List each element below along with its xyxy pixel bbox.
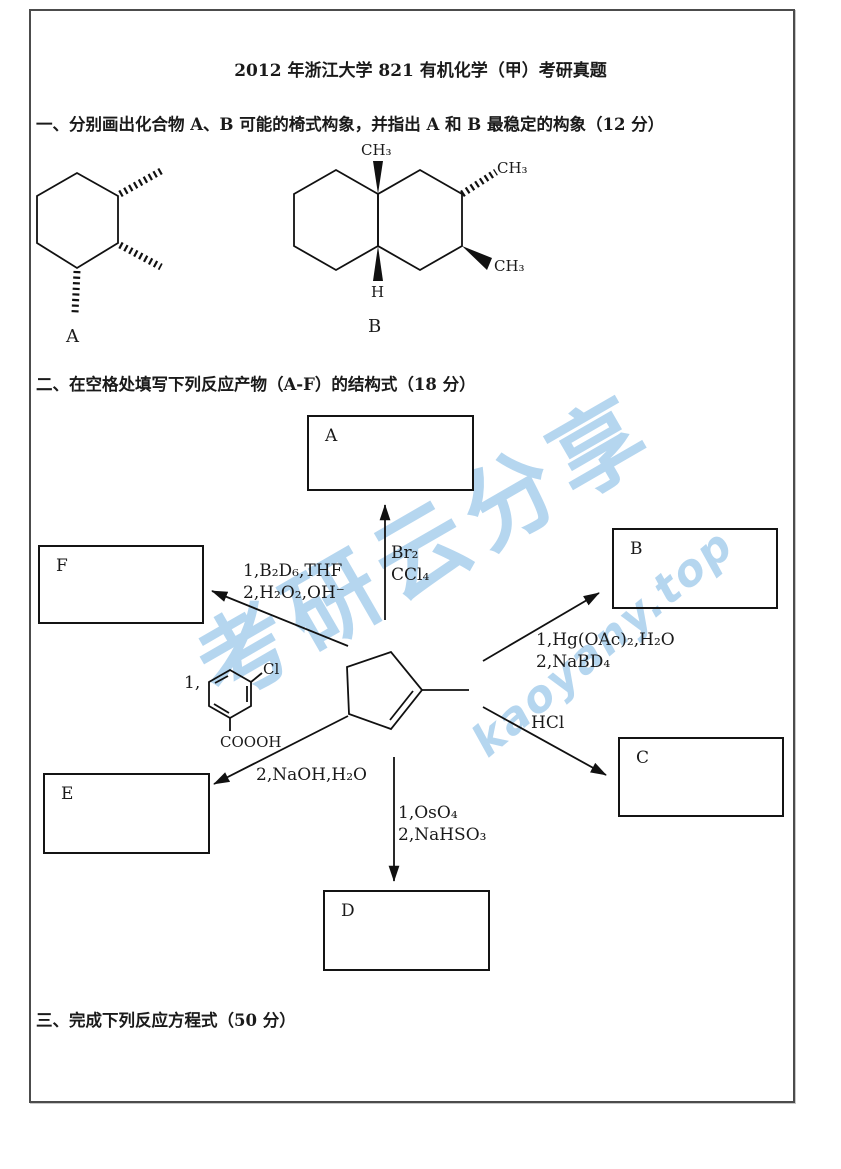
- compound-b-label: B: [368, 316, 382, 337]
- reagent-br2: Br₂: [391, 543, 419, 563]
- reagents-to-d: 1,OsO₄ 2,NaHSO₃: [398, 802, 486, 846]
- answer-box-c: C: [618, 737, 784, 817]
- compound-a-label: A: [66, 326, 79, 347]
- reagent-step1-prefix: 1,: [184, 673, 201, 693]
- answer-box-b: B: [612, 528, 778, 609]
- page-title: 2012 年浙江大学 821 有机化学（甲）考研真题: [234, 61, 607, 81]
- structure-decalin: [293, 161, 498, 281]
- decalin-ch3-top-label: CH₃: [361, 141, 392, 159]
- reagent-b2d6-thf: 1,B₂D₆,THF: [243, 561, 343, 581]
- structure-trimethylcyclohexane: [36, 167, 163, 314]
- answer-box-d-label: D: [341, 901, 355, 921]
- structure-mcpba: [208, 668, 263, 731]
- answer-box-a-label: A: [325, 426, 338, 446]
- reagent-ccl4: CCl₄: [391, 565, 430, 585]
- mcpba-cl-label: Cl: [263, 660, 280, 678]
- reagents-to-a: Br₂ CCl₄: [391, 542, 429, 586]
- question-1: 一、分别画出化合物 A、B 可能的椅式构象，并指出 A 和 B 最稳定的构象（1…: [36, 115, 665, 134]
- reagent-hcl: HCl: [531, 713, 565, 733]
- answer-box-f: F: [38, 545, 204, 624]
- answer-box-d: D: [323, 890, 490, 971]
- page-border: [29, 9, 795, 1103]
- question-2: 二、在空格处填写下列反应产物（A-F）的结构式（18 分）: [36, 375, 476, 394]
- arrow-to-b: [482, 592, 600, 662]
- answer-box-f-label: F: [56, 556, 68, 576]
- reagent-naoh-h2o: 2,NaOH,H₂O: [256, 765, 367, 785]
- reagent-hgoac2-h2o: 1,Hg(OAc)₂,H₂O: [536, 630, 675, 650]
- structure-methylcyclopentene: [346, 650, 469, 731]
- reagents-to-b: 1,Hg(OAc)₂,H₂O 2,NaBD₄: [536, 629, 675, 673]
- reagents-to-f: 1,B₂D₆,THF 2,H₂O₂,OH⁻: [243, 560, 345, 604]
- arrow-to-e: [213, 715, 349, 785]
- decalin-h-label: H: [371, 283, 385, 301]
- reaction-arrows: [211, 504, 607, 882]
- answer-box-a: A: [307, 415, 474, 491]
- arrow-to-f: [211, 590, 349, 647]
- reagent-h2o2-oh: 2,H₂O₂,OH⁻: [243, 583, 345, 603]
- reagent-oso4: 1,OsO₄: [398, 803, 458, 823]
- reagent-nahso3: 2,NaHSO₃: [398, 825, 487, 845]
- answer-box-e: E: [43, 773, 210, 854]
- answer-box-c-label: C: [636, 748, 650, 768]
- arrow-to-c: [482, 706, 607, 776]
- decalin-ch3-lower-right-label: CH₃: [494, 257, 525, 275]
- answer-box-b-label: B: [630, 539, 643, 559]
- decalin-ch3-upper-right-label: CH₃: [497, 159, 528, 177]
- question-3: 三、完成下列反应方程式（50 分）: [36, 1011, 296, 1030]
- mcpba-coooh-label: COOOH: [220, 733, 282, 751]
- answer-box-e-label: E: [61, 784, 74, 804]
- reagent-nabd4: 2,NaBD₄: [536, 652, 611, 672]
